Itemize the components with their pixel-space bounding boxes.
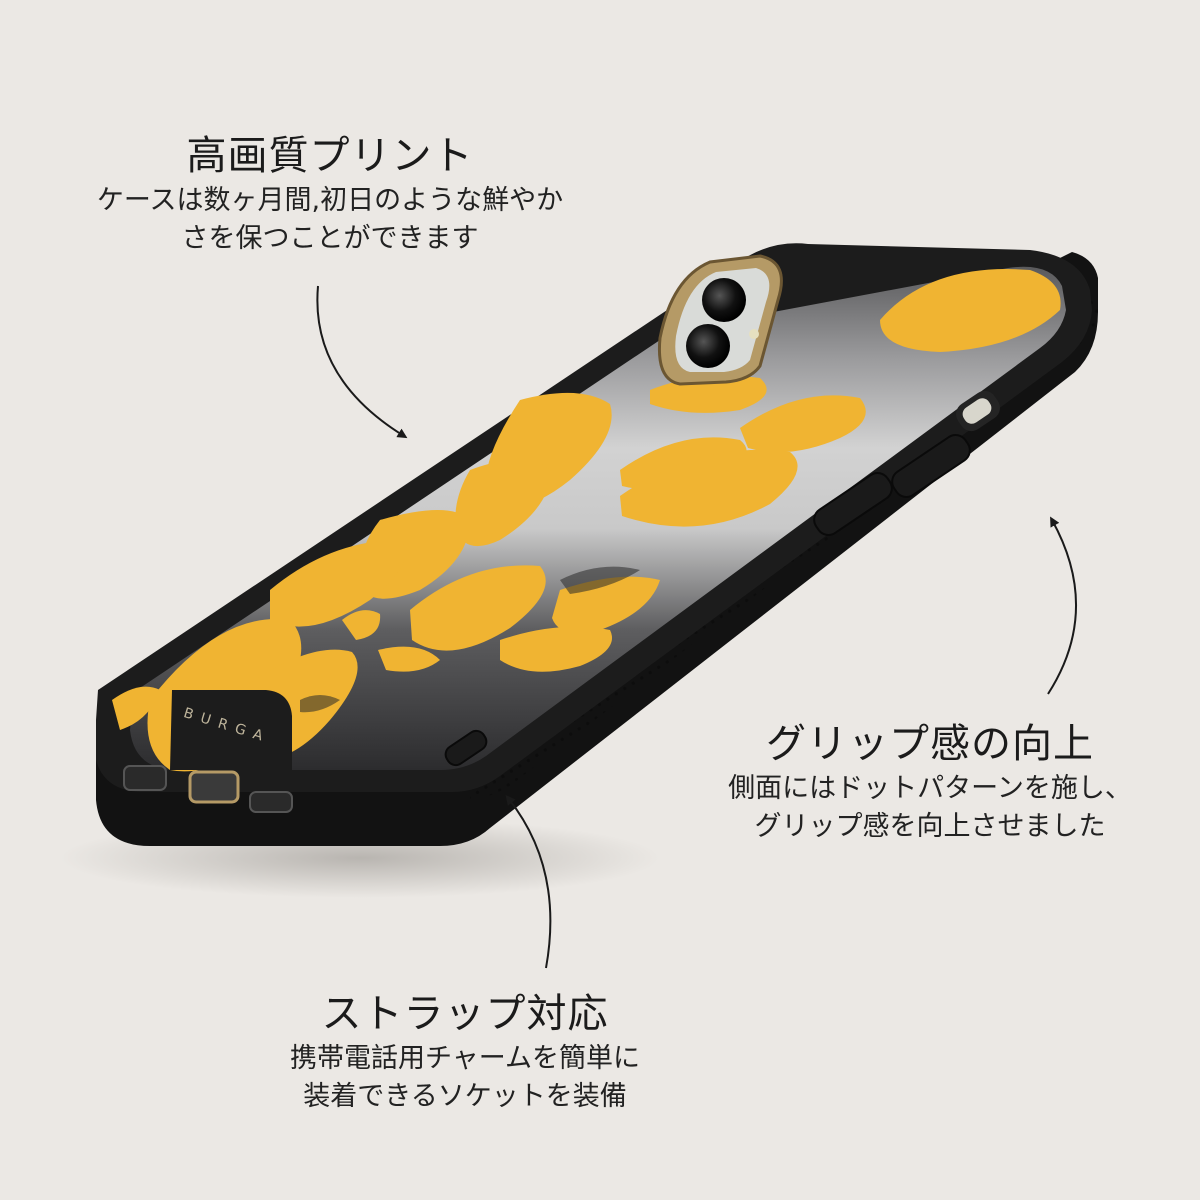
callout-title: ストラップ対応	[321, 991, 609, 1037]
arrow-icon	[316, 285, 408, 439]
callout-description: グリップ感を向上させました	[754, 811, 1106, 842]
callout-description: 装着できるソケットを装備	[303, 1081, 627, 1112]
camera-module	[657, 254, 783, 386]
callout-strap-support: ストラップ対応 携帯電話用チャームを簡単に 装着できるソケットを装備	[240, 988, 690, 1116]
volume-button	[813, 472, 893, 536]
callout-grip: グリップ感の向上 側面にはドットパターンを施し、 グリップ感を向上させました	[700, 718, 1160, 846]
camera-lens	[702, 278, 746, 322]
bottom-ports	[123, 765, 293, 813]
camera-lens	[686, 324, 730, 368]
callout-high-quality-print: 高画質プリント ケースは数ヶ月間,初日のような鮮やか さを保つことができます	[60, 130, 600, 258]
mute-switch	[956, 390, 1000, 432]
printed-panel: BURGA	[112, 266, 1066, 772]
arrow-icon	[1047, 516, 1077, 695]
callout-title: グリップ感の向上	[766, 721, 1094, 767]
power-button	[891, 434, 971, 498]
callout-description: ケースは数ヶ月間,初日のような鮮やか	[96, 185, 564, 216]
callout-title: 高画質プリント	[186, 133, 474, 179]
callout-description: 側面にはドットパターンを施し、	[728, 773, 1132, 804]
callout-description: 携帯電話用チャームを簡単に	[290, 1043, 640, 1074]
callout-description: さを保つことができます	[181, 223, 479, 254]
arrow-icon	[505, 794, 552, 969]
